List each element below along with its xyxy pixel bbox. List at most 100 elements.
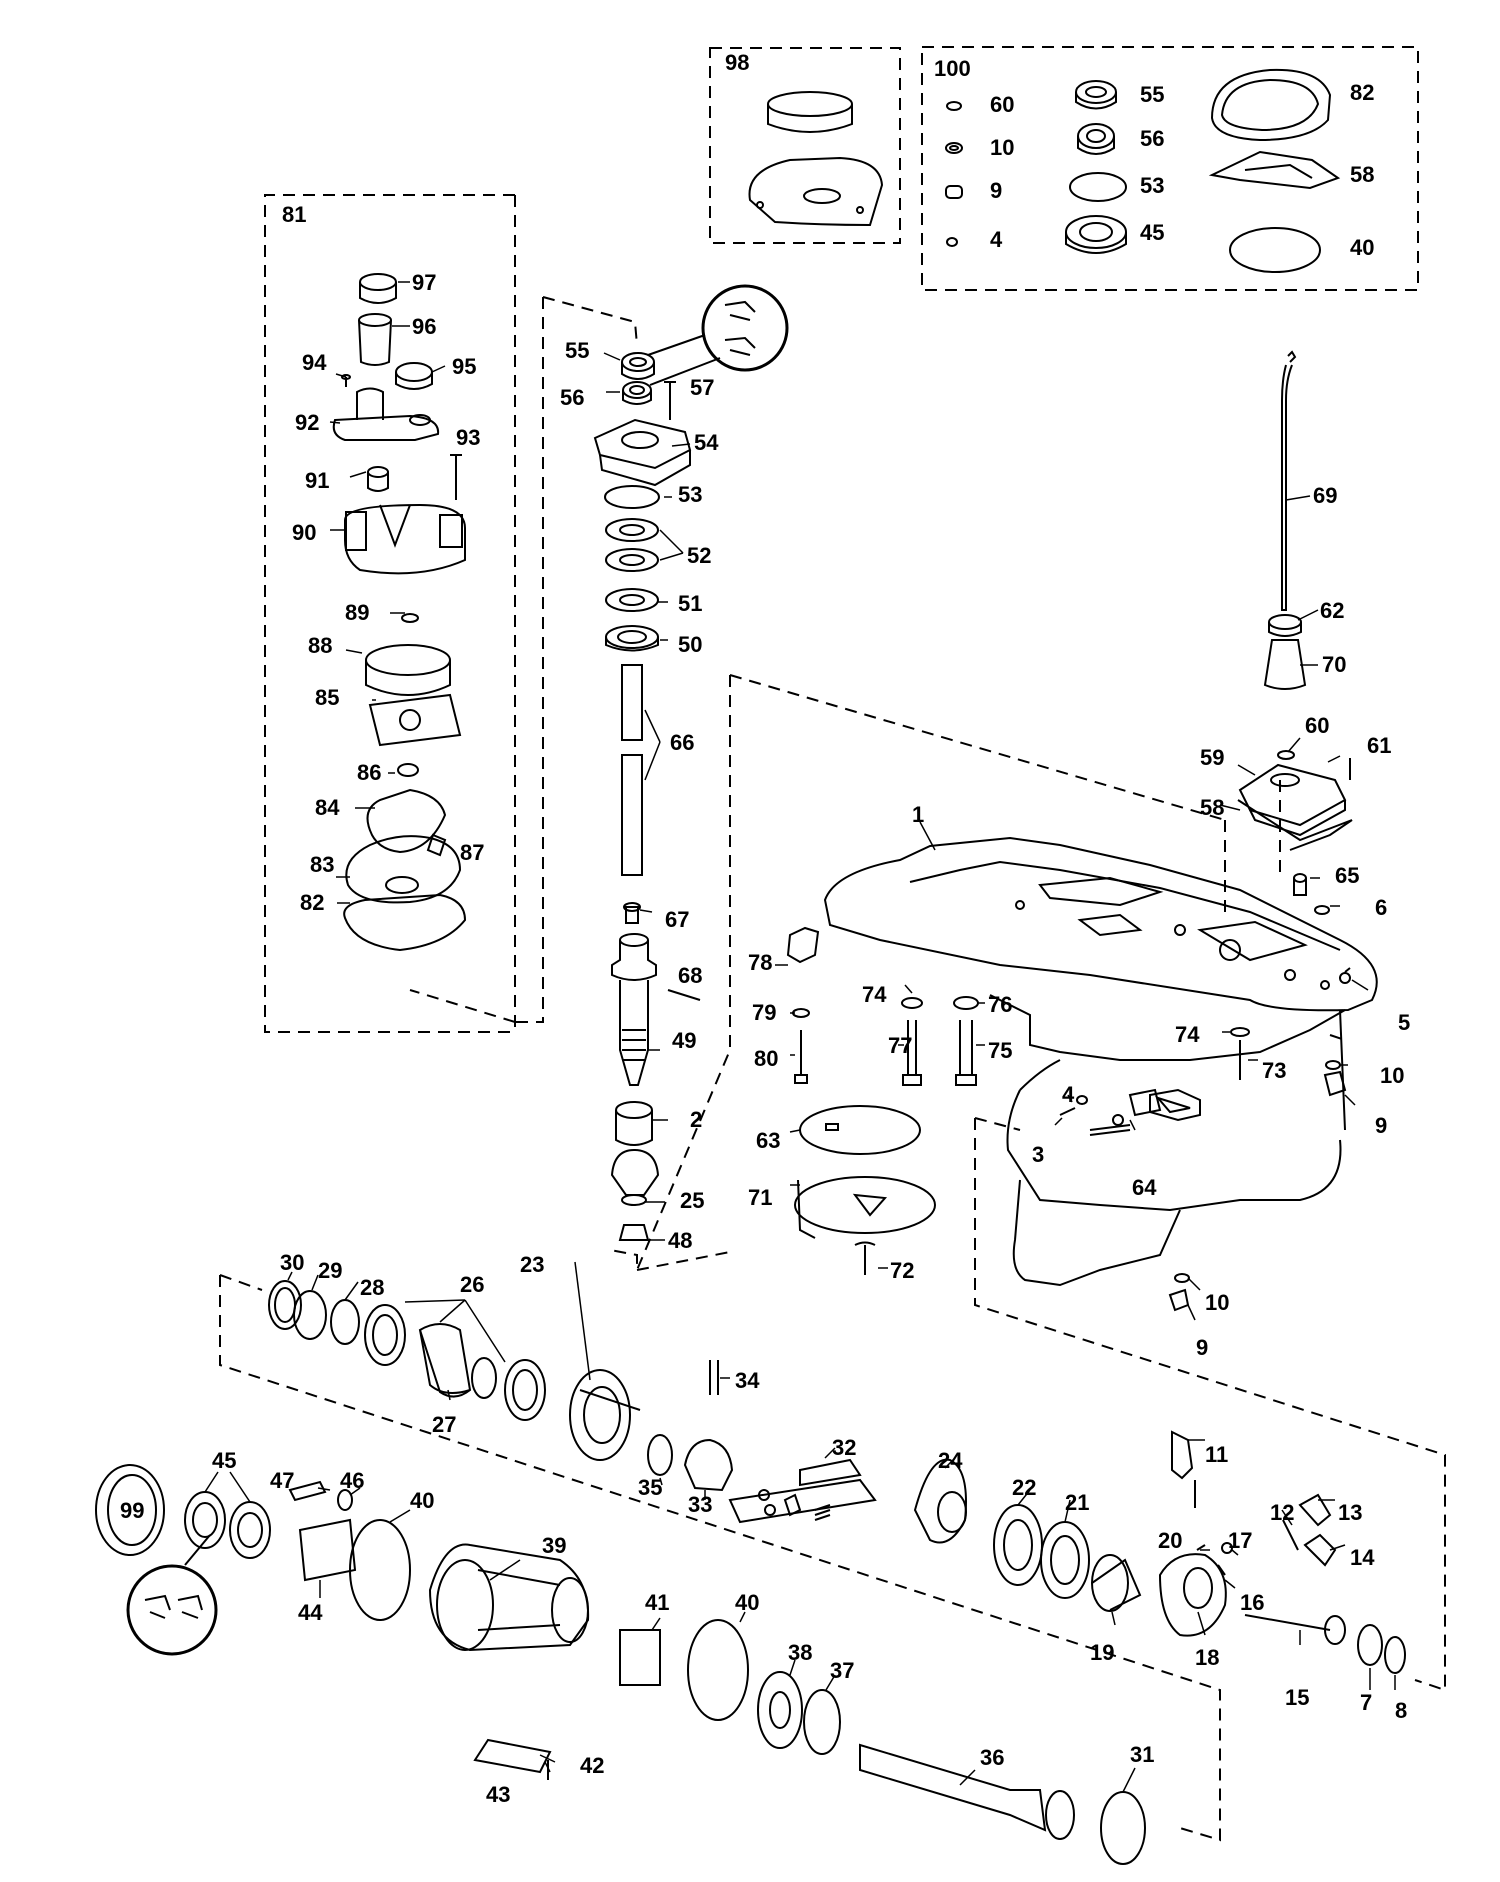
callout-85: 85	[315, 685, 339, 710]
callout-94: 94	[302, 350, 327, 375]
callout-77: 77	[888, 1033, 912, 1058]
gearcase-housing	[823, 836, 1378, 1287]
callout-60: 60	[990, 92, 1014, 117]
callout-19: 19	[1090, 1640, 1114, 1665]
gear-bearing-group	[268, 1280, 1406, 1674]
callout-41: 41	[645, 1590, 669, 1615]
callout-21: 21	[1065, 1490, 1089, 1515]
seal-inset-top	[647, 284, 789, 386]
callout-24: 24	[938, 1448, 963, 1473]
callout-26: 26	[460, 1272, 484, 1297]
callout-99: 99	[120, 1498, 144, 1523]
callout-66: 66	[670, 730, 694, 755]
callout-64: 64	[1132, 1175, 1157, 1200]
callout-16: 16	[1240, 1590, 1264, 1615]
callout-82: 82	[1350, 80, 1374, 105]
callout-17: 17	[1228, 1528, 1252, 1553]
callout-10: 10	[990, 135, 1014, 160]
callout-69: 69	[1313, 483, 1337, 508]
callout-96: 96	[412, 314, 436, 339]
callout-73: 73	[1262, 1058, 1286, 1083]
callout-45: 45	[1140, 220, 1164, 245]
callout-29: 29	[318, 1258, 342, 1283]
callout-91: 91	[305, 468, 329, 493]
callout-51: 51	[678, 591, 702, 616]
callout-31: 31	[1130, 1742, 1154, 1767]
shift-rod-group	[1237, 350, 1353, 915]
callout-20: 20	[1158, 1528, 1182, 1553]
callout-86: 86	[357, 760, 381, 785]
callout-12: 12	[1270, 1500, 1294, 1525]
leader-lines	[204, 281, 1396, 1793]
callout-37: 37	[830, 1658, 854, 1683]
callout-75: 75	[988, 1038, 1012, 1063]
driveshaft-group-line	[542, 296, 1226, 1271]
callout-36: 36	[980, 1745, 1004, 1770]
callout-81: 81	[282, 202, 306, 227]
callout-28: 28	[360, 1275, 384, 1300]
callout-4: 4	[990, 227, 1003, 252]
callout-9: 9	[1196, 1335, 1208, 1360]
callout-79: 79	[752, 1000, 776, 1025]
callout-11: 11	[1205, 1442, 1228, 1467]
callout-7: 7	[1360, 1690, 1372, 1715]
housing-fasteners	[786, 926, 1351, 1312]
callout-72: 72	[890, 1258, 914, 1283]
callout-39: 39	[542, 1533, 566, 1558]
callout-93: 93	[456, 425, 480, 450]
callout-34: 34	[735, 1368, 760, 1393]
callout-83: 83	[310, 852, 334, 877]
callout-2: 2	[690, 1107, 702, 1132]
callout-38: 38	[788, 1640, 812, 1665]
callout-14: 14	[1350, 1545, 1375, 1570]
callout-55: 55	[1140, 82, 1164, 107]
kit-100-parts	[945, 68, 1341, 273]
callout-25: 25	[680, 1188, 704, 1213]
callout-1: 1	[912, 802, 924, 827]
callout-49: 49	[672, 1028, 696, 1053]
callout-46: 46	[340, 1468, 364, 1493]
callout-45: 45	[212, 1448, 236, 1473]
callout-42: 42	[580, 1753, 604, 1778]
callout-88: 88	[308, 633, 332, 658]
callout-15: 15	[1285, 1685, 1309, 1710]
gearcase-group-line	[974, 780, 1446, 1692]
callout-100: 100	[934, 56, 971, 81]
water-pump-stack	[332, 273, 467, 952]
callout-53: 53	[678, 482, 702, 507]
callout-35: 35	[638, 1475, 662, 1500]
plates-63-71	[794, 1105, 936, 1275]
callout-63: 63	[756, 1128, 780, 1153]
callout-27: 27	[432, 1412, 456, 1437]
callout-10: 10	[1205, 1290, 1229, 1315]
kit-box-81	[264, 194, 544, 1033]
callout-47: 47	[270, 1468, 294, 1493]
callout-48: 48	[668, 1228, 692, 1253]
callout-84: 84	[315, 795, 340, 820]
callout-60: 60	[1305, 713, 1329, 738]
callout-57: 57	[690, 375, 714, 400]
callout-23: 23	[520, 1252, 544, 1277]
callout-4: 4	[1062, 1082, 1075, 1107]
callout-50: 50	[678, 632, 702, 657]
callout-62: 62	[1320, 598, 1344, 623]
callout-67: 67	[665, 907, 689, 932]
callout-8: 8	[1395, 1698, 1407, 1723]
callout-74: 74	[862, 982, 887, 1007]
callout-58: 58	[1200, 795, 1224, 820]
callout-58: 58	[1350, 162, 1374, 187]
callout-56: 56	[1140, 126, 1164, 151]
callout-9: 9	[1375, 1113, 1387, 1138]
prop-shaft-group	[95, 1464, 1146, 1865]
callout-97: 97	[412, 270, 436, 295]
callout-76: 76	[988, 992, 1012, 1017]
driveshaft-stack	[593, 352, 701, 1241]
callout-82: 82	[300, 890, 324, 915]
callout-40: 40	[1350, 235, 1374, 260]
callout-55: 55	[565, 338, 589, 363]
callout-30: 30	[280, 1250, 304, 1275]
callout-18: 18	[1195, 1645, 1219, 1670]
callout-13: 13	[1338, 1500, 1362, 1525]
